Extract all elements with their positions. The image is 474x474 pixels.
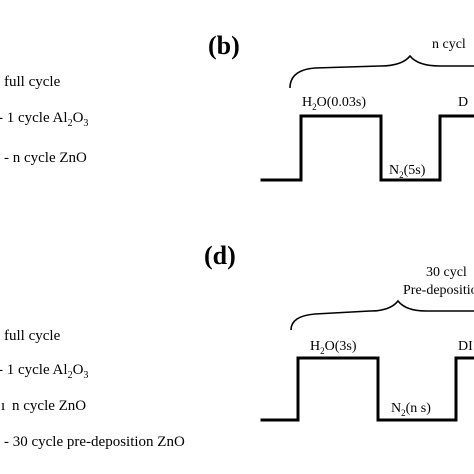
panel-d-brace-label-predeposition: Pre-depositio: [403, 283, 474, 298]
panel-d-cycle-brace: [290, 299, 474, 331]
panel-b-label: (b): [208, 31, 240, 60]
panel-b-legend-full-cycle: full cycle: [4, 74, 61, 90]
panel-b-brace-label: n cycl: [432, 37, 466, 52]
panel-b-n2-purge-label: N2(5s): [389, 163, 426, 180]
panel-d-next-pulse-label: DI: [458, 339, 473, 354]
panel-d-pulse-waveform: [260, 356, 474, 422]
panel-b-cycle-brace: [289, 54, 474, 89]
panel-b-legend-al2o3: - 1 cycle Al2O3: [0, 110, 88, 129]
panel-b-legend-zno: - n cycle ZnO: [4, 150, 87, 166]
panel-d-legend-predeposition: - 30 cycle pre-deposition ZnO: [4, 434, 185, 450]
panel-d-legend-full-cycle: full cycle: [4, 328, 61, 344]
panel-d-legend-al2o3: - 1 cycle Al2O3: [0, 362, 88, 381]
panel-b-h2o-pulse-label: H2O(0.03s): [302, 95, 366, 112]
panel-b-pulse-waveform: [260, 114, 474, 182]
panel-d-h2o-pulse-label: H2O(3s): [310, 339, 357, 356]
panel-d-brace-label-cycles: 30 cycl: [426, 265, 467, 280]
panel-d-legend-zno-marker: ı: [1, 398, 5, 414]
panel-d-legend-zno: n cycle ZnO: [12, 398, 86, 414]
panel-d-n2-purge-label: N2(n s): [391, 401, 431, 418]
panel-d-label: (d): [204, 241, 236, 270]
panel-b-next-pulse-label: D: [458, 95, 468, 110]
